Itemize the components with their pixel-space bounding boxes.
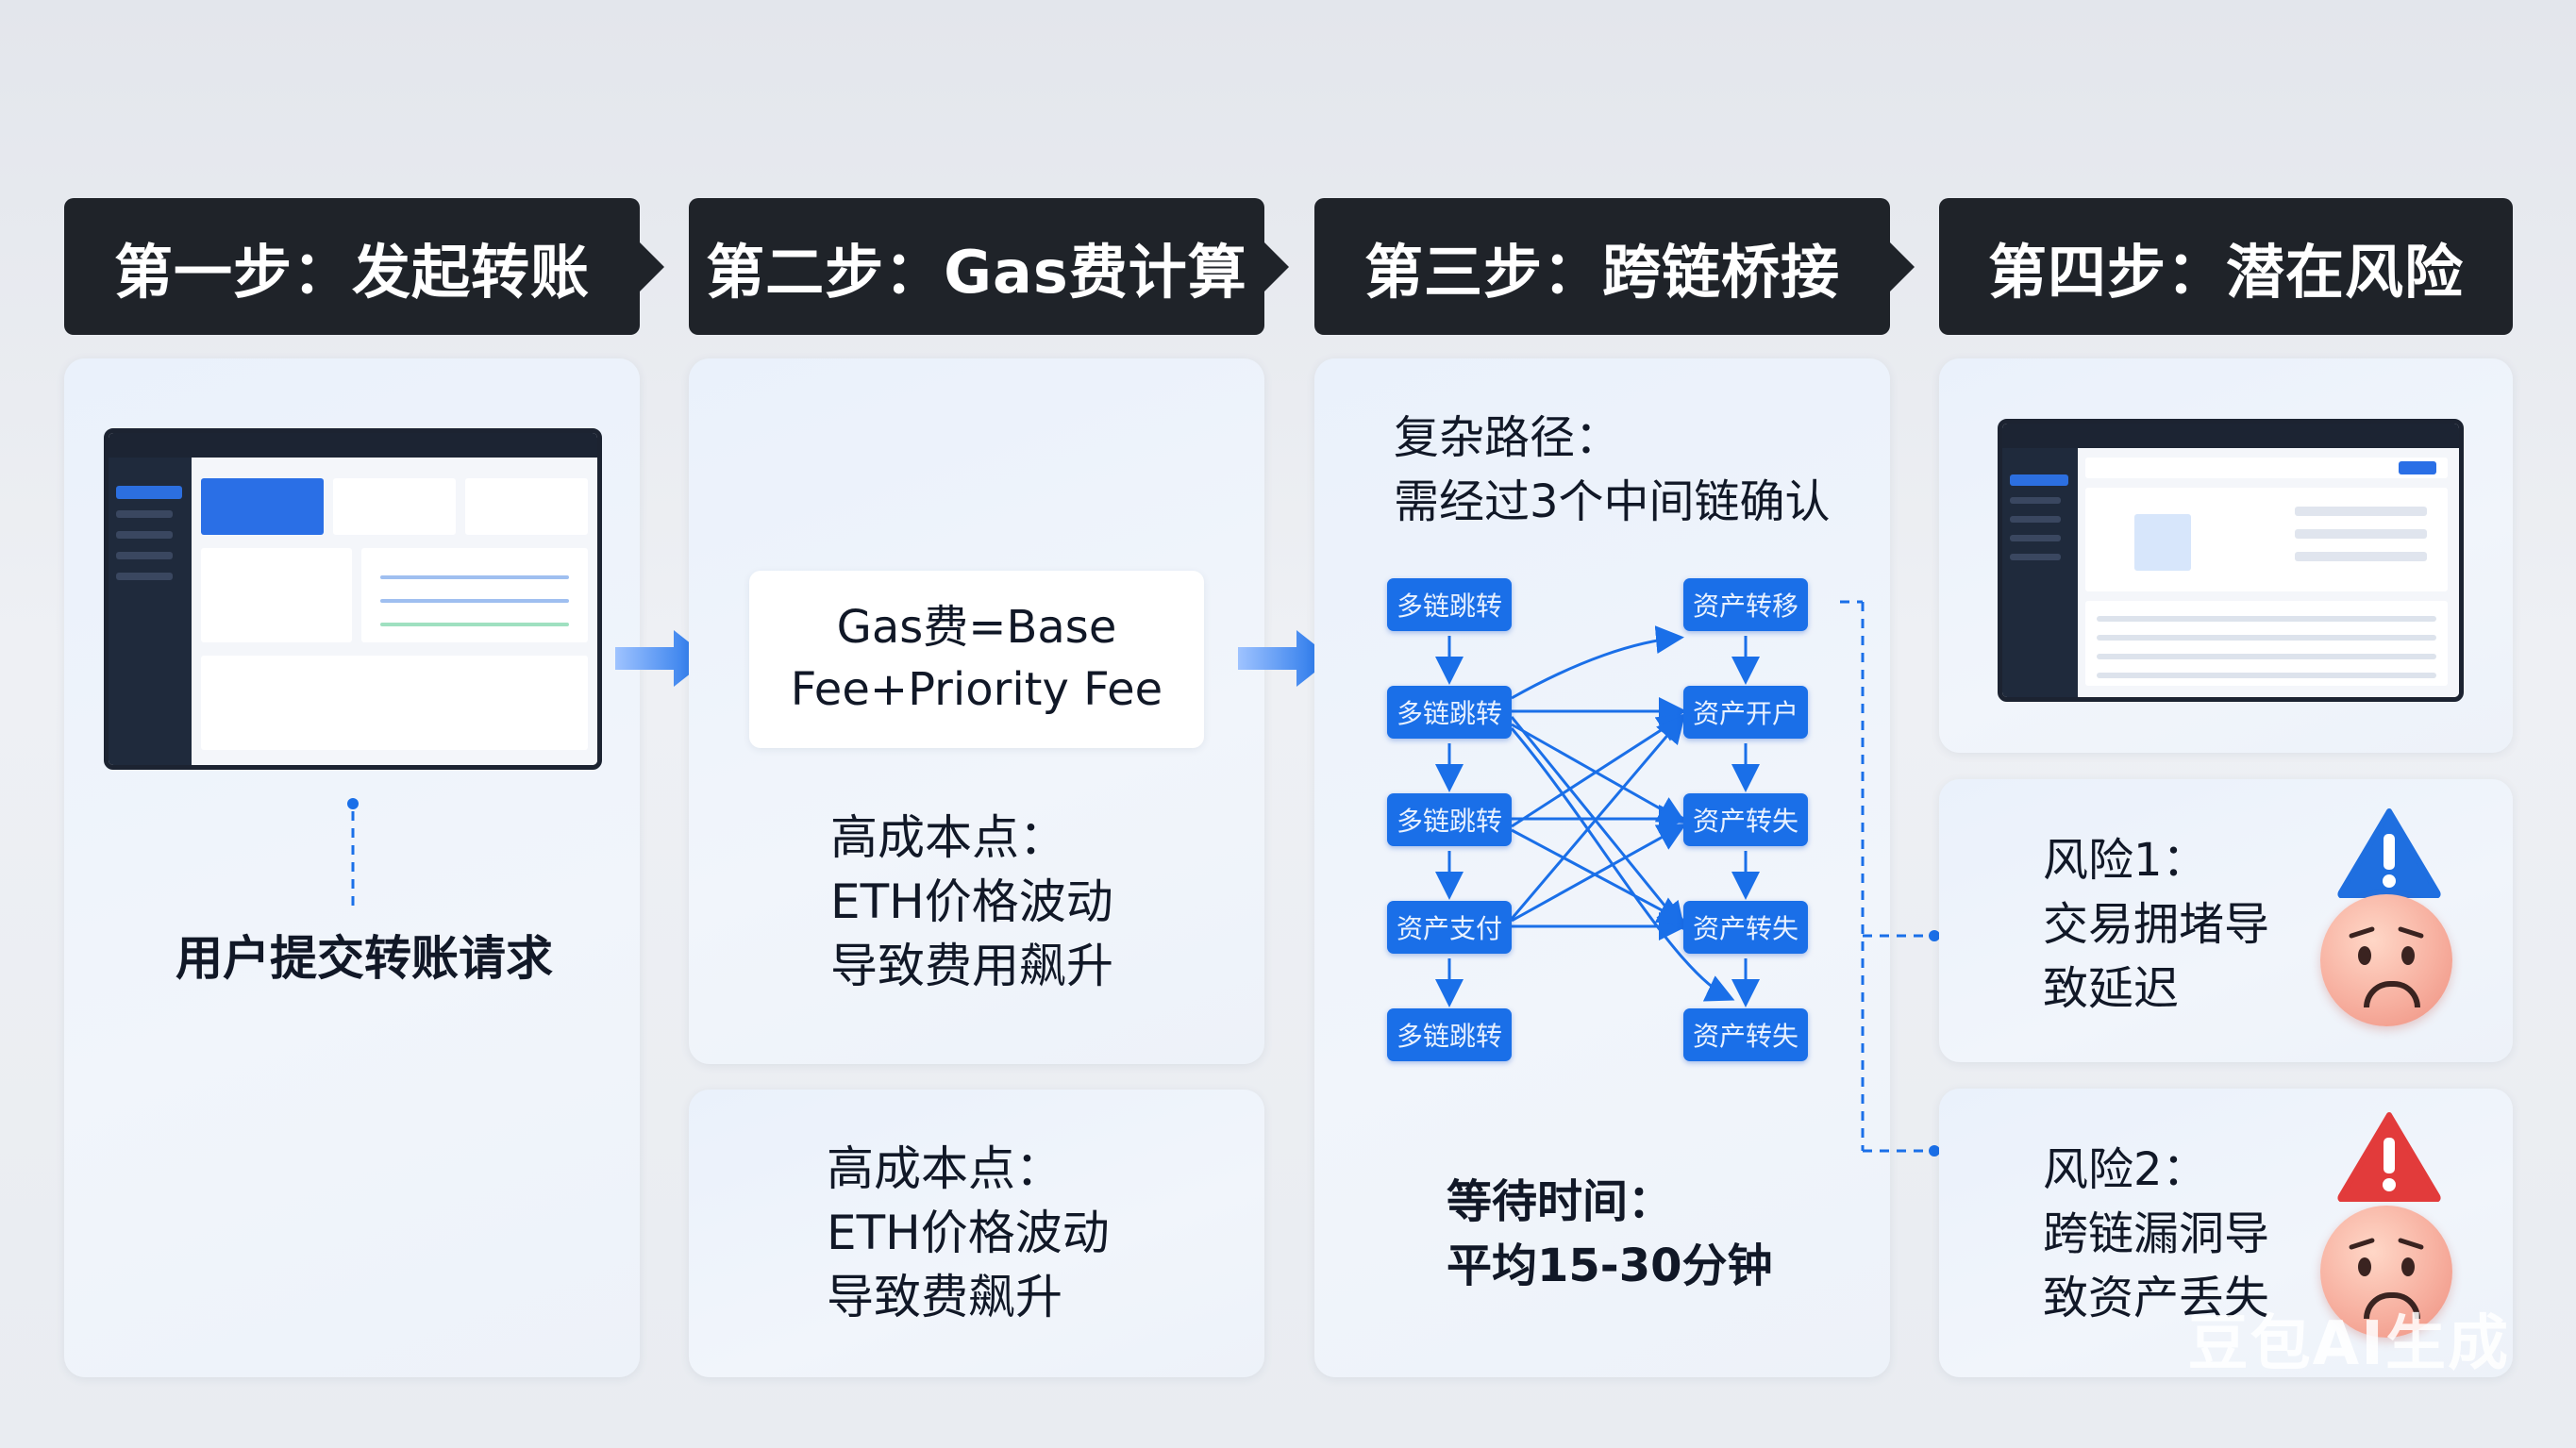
network-node-right-5: 资产转失 <box>1683 1008 1808 1061</box>
step4-title: 第四步：潜在风险 <box>1987 237 2464 307</box>
risk-2-line-2: 跨链漏洞导 <box>2043 1207 2270 1260</box>
risk-2-panel: 风险2： 跨链漏洞导 致资产丢失 <box>1939 1089 2513 1377</box>
complex-path-line-2: 需经过3个中间链确认 <box>1394 475 1831 528</box>
step3-title: 第三步：跨链桥接 <box>1363 237 1840 307</box>
formula-line-2: Fee+Priority Fee <box>790 663 1163 716</box>
watermark: 豆包AI生成 <box>2187 1309 2510 1379</box>
complex-path-line-1: 复杂路径： <box>1394 411 1621 464</box>
network-node-right-4: 资产转失 <box>1683 901 1808 954</box>
cost-point-1-line-1: 高成本点： <box>830 810 1066 865</box>
flow-arrow-2-icon <box>1238 630 1332 687</box>
step4-panel-top <box>1939 358 2513 753</box>
risk-1-line-2: 交易拥堵导 <box>2043 898 2270 951</box>
formula-line-1: Gas费=Base <box>836 601 1117 654</box>
step2-title: 第二步：Gas费计算 <box>706 237 1247 307</box>
risk-2-line-3: 致资产丢失 <box>2043 1272 2270 1324</box>
risk-2-line-1: 风险2： <box>2043 1143 2208 1196</box>
bridge-network-connectors <box>1435 625 1760 1007</box>
step2-panel-upper: Gas费=Base Fee+Priority Fee 高成本点： ETH价格波动… <box>689 358 1264 1064</box>
cost-point-1-line-3: 导致费用飙升 <box>830 939 1113 993</box>
step1-title: 第一步：发起转账 <box>113 237 590 307</box>
step1-dashed-connector <box>347 798 359 911</box>
wait-time-line-1: 等待时间： <box>1447 1175 1674 1228</box>
step1-caption: 用户提交转账请求 <box>176 931 553 986</box>
cost-point-1-line-2: ETH价格波动 <box>830 874 1113 929</box>
network-node-right-3: 资产转失 <box>1683 793 1808 846</box>
info-warning-icon <box>2337 808 2441 898</box>
risk-1-line-1: 风险1： <box>2043 834 2208 887</box>
step1-header: 第一步：发起转账 <box>64 198 664 335</box>
gas-formula-card: Gas费=Base Fee+Priority Fee <box>749 571 1204 748</box>
network-node-left-3: 多链跳转 <box>1387 793 1512 846</box>
network-node-right-2: 资产开户 <box>1683 686 1808 739</box>
risk-1-panel: 风险1： 交易拥堵导 致延迟 <box>1939 779 2513 1062</box>
network-node-left-4: 资产支付 <box>1387 901 1512 954</box>
bridge-app-mockup <box>1998 419 2464 702</box>
flow-arrow-1-icon <box>615 630 710 687</box>
cost-point-2-line-3: 导致费飙升 <box>827 1270 1062 1324</box>
step2-header: 第二步：Gas费计算 <box>689 198 1289 335</box>
cost-point-2-line-2: ETH价格波动 <box>827 1206 1110 1260</box>
network-node-left-2: 多链跳转 <box>1387 686 1512 739</box>
network-node-left-1: 多链跳转 <box>1387 578 1512 631</box>
step1-panel: 用户提交转账请求 <box>64 358 640 1377</box>
wallet-dashboard-mockup <box>104 428 602 770</box>
network-node-right-1: 资产转移 <box>1683 578 1808 631</box>
step3-panel: 复杂路径： 需经过3个中间链确认 <box>1314 358 1890 1377</box>
risk-dashed-connectors <box>1840 600 1940 1157</box>
wait-time-line-2: 平均15-30分钟 <box>1447 1240 1773 1292</box>
step3-header: 第三步：跨链桥接 <box>1314 198 1915 335</box>
cost-point-2-line-1: 高成本点： <box>827 1141 1062 1196</box>
network-node-left-5: 多链跳转 <box>1387 1008 1512 1061</box>
worried-face-icon <box>2320 1206 2452 1338</box>
risk-1-line-3: 致延迟 <box>2043 962 2180 1015</box>
sad-face-icon <box>2320 894 2452 1026</box>
step4-header: 第四步：潜在风险 <box>1939 198 2513 335</box>
step2-panel-lower: 高成本点： ETH价格波动 导致费飙升 <box>689 1090 1264 1377</box>
danger-warning-icon <box>2337 1112 2441 1202</box>
